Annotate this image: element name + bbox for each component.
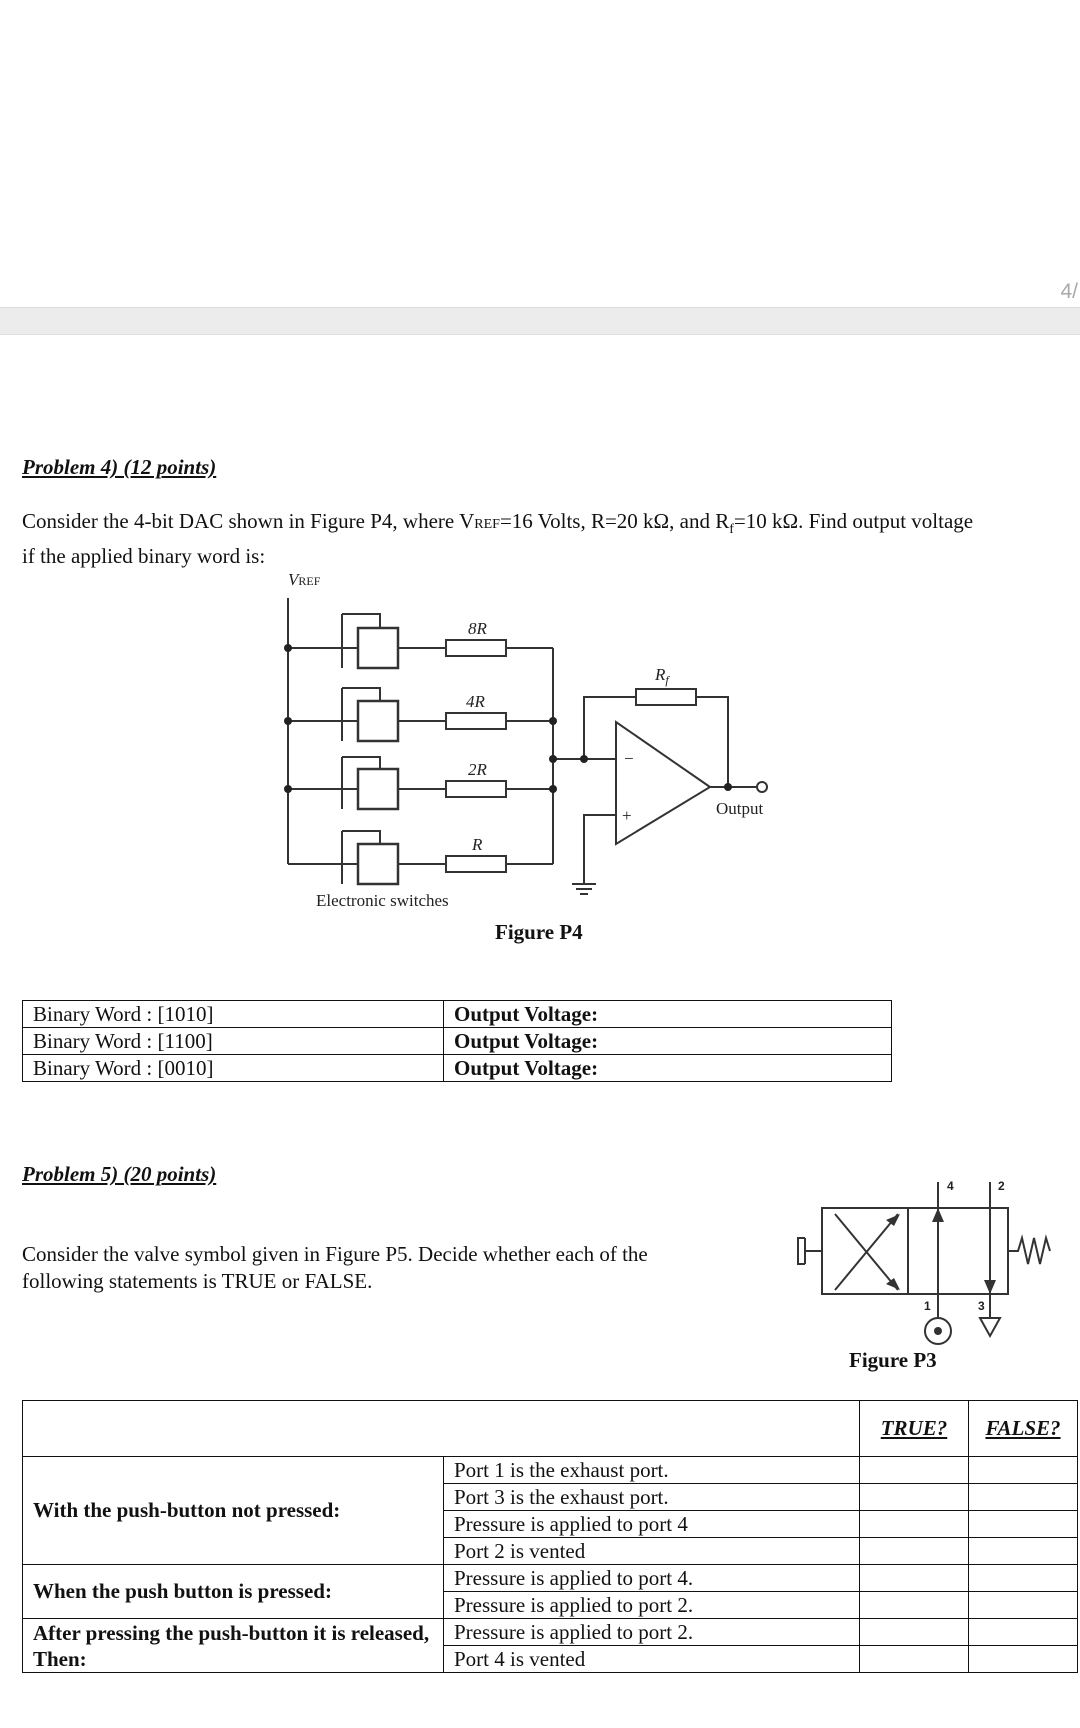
false-answer-cell[interactable] <box>968 1645 1078 1673</box>
port-label-4: 4 <box>947 1179 954 1193</box>
true-answer-cell[interactable] <box>859 1618 969 1646</box>
vref-label: VREF <box>288 570 321 589</box>
rf-label: Rf <box>654 665 670 687</box>
binary-word-cell: Binary Word : [1100] <box>22 1027 444 1055</box>
table-row: After pressing the push-button it is rel… <box>22 1618 1078 1673</box>
statement-cell: Port 3 is the exhaust port. <box>443 1483 860 1511</box>
problem4-heading: Problem 4) (12 points) <box>22 455 217 479</box>
table-row: Port 2 is vented <box>23 1537 1078 1565</box>
table-row: Binary Word : [0010] Output Voltage: <box>22 1054 892 1082</box>
page-number: 4/ <box>1060 280 1078 303</box>
statement-cell: Port 1 is the exhaust port. <box>443 1456 860 1484</box>
false-answer-cell[interactable] <box>968 1483 1078 1511</box>
resistor-label-8r: 8R <box>468 619 488 638</box>
problem5-text: Consider the valve symbol given in Figur… <box>22 1242 648 1293</box>
opamp-minus-sign: − <box>624 749 634 768</box>
valve-arrowheads <box>886 1208 996 1294</box>
table-row: Binary Word : [1010] Output Voltage: <box>22 1000 892 1028</box>
statement-cell: Pressure is applied to port 4 <box>443 1510 860 1538</box>
table-row: Pressure is applied to port 4 <box>23 1510 1078 1538</box>
statement-cell: Port 2 is vented <box>443 1537 860 1565</box>
table-row: Port 3 is the exhaust port. <box>23 1483 1078 1511</box>
false-header: FALSE? <box>968 1400 1078 1457</box>
output-voltage-cell[interactable]: Output Voltage: <box>443 1000 892 1028</box>
false-answer-cell[interactable] <box>968 1537 1078 1565</box>
resistor-label-r: R <box>471 835 483 854</box>
output-voltage-cell[interactable]: Output Voltage: <box>443 1054 892 1082</box>
table-row: Port 4 is vented <box>23 1645 1078 1673</box>
problem5-heading: Problem 5) (20 points) <box>22 1162 217 1186</box>
port-label-1: 1 <box>924 1299 931 1313</box>
false-answer-cell[interactable] <box>968 1456 1078 1484</box>
true-answer-cell[interactable] <box>859 1510 969 1538</box>
table-row: With the push-button not pressed: Port 1… <box>22 1456 1078 1565</box>
statement-cell: Pressure is applied to port 2. <box>443 1591 860 1619</box>
condition-cell: When the push button is pressed: <box>22 1564 444 1619</box>
true-answer-cell[interactable] <box>859 1645 969 1673</box>
condition-cell: With the push-button not pressed: <box>22 1456 444 1565</box>
true-answer-cell[interactable] <box>859 1564 969 1592</box>
true-answer-cell[interactable] <box>859 1456 969 1484</box>
true-answer-cell[interactable] <box>859 1537 969 1565</box>
resistor-label-4r: 4R <box>466 692 486 711</box>
false-answer-cell[interactable] <box>968 1510 1078 1538</box>
switches-label: Electronic switches <box>316 891 449 910</box>
table-row: Pressure is applied to port 2. <box>23 1591 1078 1619</box>
port-label-2: 2 <box>998 1179 1005 1193</box>
valve-lines <box>797 1182 1051 1318</box>
true-answer-cell[interactable] <box>859 1483 969 1511</box>
problem4-text: Consider the 4-bit DAC shown in Figure P… <box>22 509 974 569</box>
dac-wiring <box>287 598 758 895</box>
true-answer-cell[interactable] <box>859 1591 969 1619</box>
resistor-label-2r: 2R <box>468 760 488 779</box>
figure-p4-caption: Figure P4 <box>495 920 583 944</box>
table-row: When the push button is pressed: Pressur… <box>22 1564 1078 1619</box>
false-answer-cell[interactable] <box>968 1591 1078 1619</box>
true-header: TRUE? <box>859 1400 969 1457</box>
dac-junction-dots <box>284 644 732 793</box>
statement-cell: Pressure is applied to port 4. <box>443 1564 860 1592</box>
binary-word-cell: Binary Word : [0010] <box>22 1054 444 1082</box>
pressure-source-icon <box>924 1317 952 1345</box>
table-row: Binary Word : [1100] Output Voltage: <box>22 1027 892 1055</box>
table-header-row: TRUE? FALSE? <box>22 1400 1078 1457</box>
output-voltage-cell[interactable]: Output Voltage: <box>443 1027 892 1055</box>
statement-cell: Port 4 is vented <box>443 1645 860 1673</box>
false-answer-cell[interactable] <box>968 1618 1078 1646</box>
output-terminal <box>756 781 768 793</box>
binary-word-table: Binary Word : [1010] Output Voltage: Bin… <box>22 1000 892 1082</box>
page-separator-bar <box>0 307 1080 335</box>
port-label-3: 3 <box>978 1299 985 1313</box>
condition-cell: After pressing the push-button it is rel… <box>22 1618 444 1673</box>
exhaust-icon <box>978 1317 1002 1339</box>
false-answer-cell[interactable] <box>968 1564 1078 1592</box>
statement-cell: Pressure is applied to port 2. <box>443 1618 860 1646</box>
binary-word-cell: Binary Word : [1010] <box>22 1000 444 1028</box>
output-label: Output <box>716 799 764 818</box>
opamp-plus-sign: + <box>622 806 632 825</box>
figure-p3-caption: Figure P3 <box>849 1348 937 1372</box>
true-false-table: TRUE? FALSE? With the push-button not pr… <box>22 1400 1078 1673</box>
